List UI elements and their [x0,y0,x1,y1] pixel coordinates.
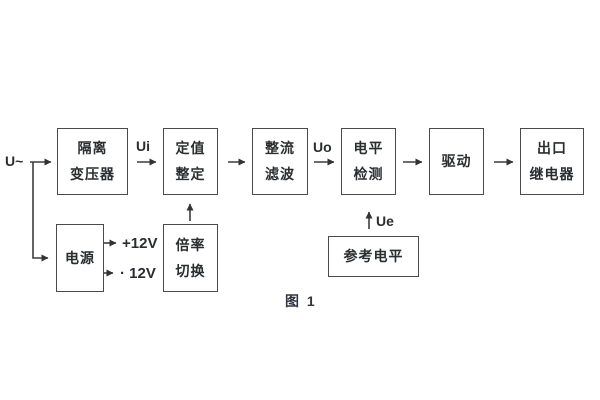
block-level-detection: 电平 检测 [341,128,396,195]
block-label: 继电器 [529,166,575,182]
power-rail-label-positive: +12V [122,235,158,252]
block-label: 变压器 [70,166,115,182]
block-label: 电源 [65,249,95,266]
input-signal-label: U~ [5,153,24,169]
block-label: 整定 [175,166,206,182]
figure-caption: 图 1 [285,293,317,309]
block-label: 驱动 [441,153,472,169]
block-output-relay: 出口 继电器 [520,128,584,195]
block-label: 倍率 [175,236,206,253]
block-label: 参考电平 [343,248,404,264]
block-label: 电平 [353,140,384,156]
block-label: 出口 [537,140,567,156]
block-power-supply: 电源 [56,224,104,292]
block-value-setting: 定值 整定 [163,128,218,195]
power-rail-label-negative: · 12V [120,265,156,282]
block-isolation-transformer: 隔离 变压器 [57,128,128,195]
signal-label-uo: Uo [313,139,332,155]
signal-label-ui: Ui [136,138,150,154]
wire-input-branch-to-power [32,162,49,262]
block-label: 整流 [265,140,295,156]
signal-label-ue: Ue [376,213,394,229]
block-label: 切换 [175,262,206,279]
block-rectifier-filter: 整流 滤波 [252,128,308,195]
block-label: 滤波 [265,166,295,182]
block-ratio-switching: 倍率 切换 [163,224,218,292]
block-driver: 驱动 [429,128,484,195]
block-label: 定值 [175,140,206,156]
block-reference-level: 参考电平 [328,236,419,277]
block-label: 检测 [353,166,384,182]
block-label: 隔离 [77,140,108,156]
